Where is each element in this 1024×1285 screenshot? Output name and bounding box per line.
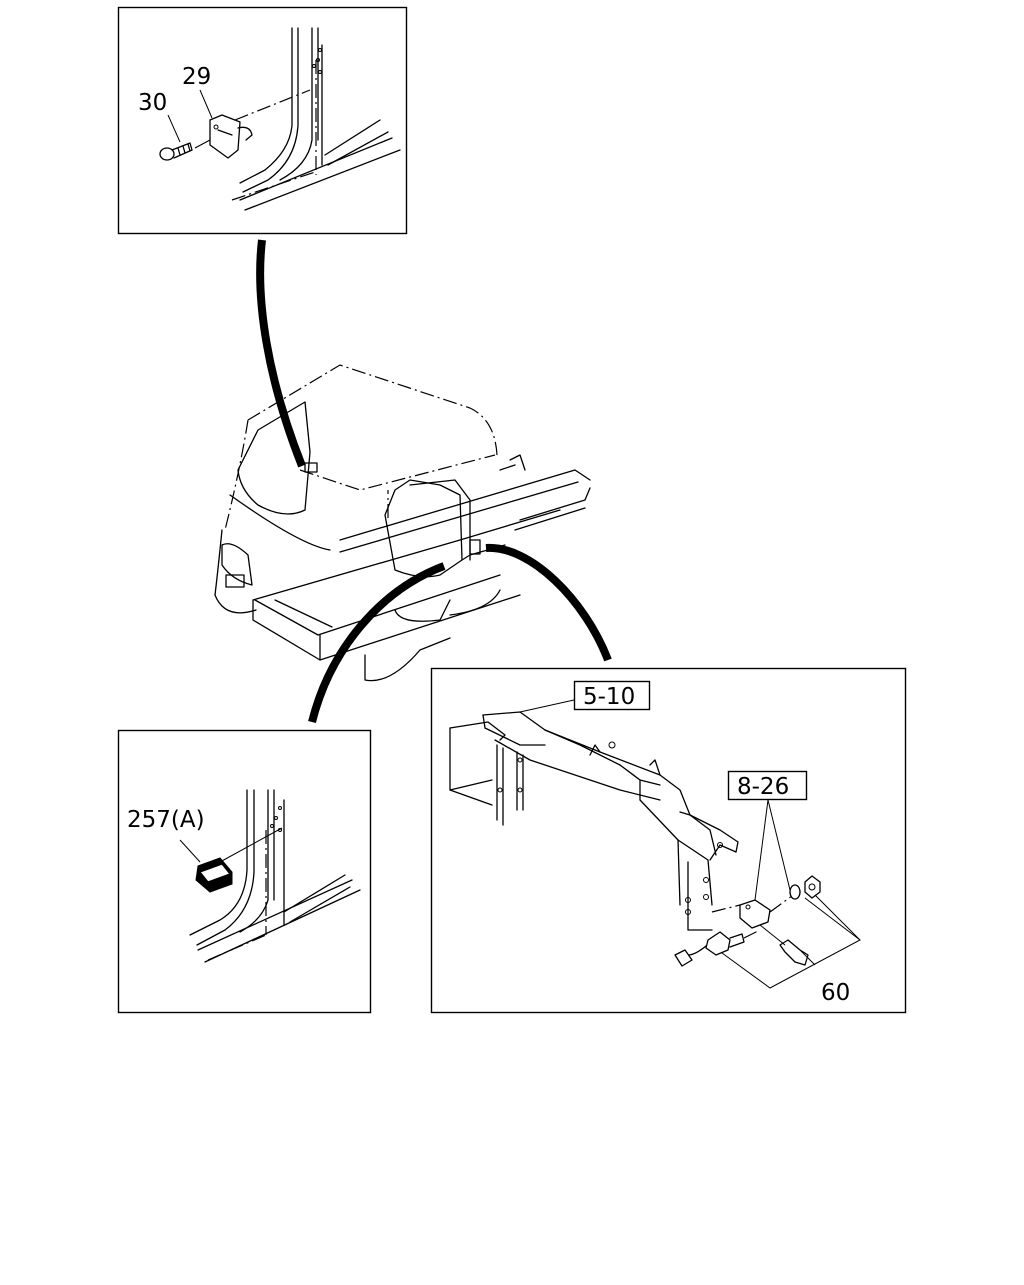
leader-bottom-right-detail [485,543,612,662]
truck-cab-illustration [214,364,591,682]
sensor-part [705,931,731,956]
callout-5-10: 5-10 [583,684,635,710]
callout-29: 29 [182,64,211,90]
detail-box-bottom-left: 257(A) [117,729,372,1014]
bolt-part [159,147,175,161]
detail-box-top: 30 29 [117,6,408,235]
leader-top-detail [256,239,306,468]
callout-frame-8-26 [727,770,808,801]
washer-part [789,884,801,900]
nut-part [804,875,821,899]
detail-box-bottom-right: 5-10 8-26 60 [430,667,907,1014]
bolt-part-frame [779,939,809,966]
callout-257a: 257(A) [127,807,205,833]
leader-curves [256,239,612,723]
callout-8-26: 8-26 [737,774,789,800]
callout-30: 30 [138,90,167,116]
leader-bottom-left-detail [308,562,446,723]
callout-frame-5-10 [573,680,651,711]
callout-60: 60 [821,980,850,1006]
